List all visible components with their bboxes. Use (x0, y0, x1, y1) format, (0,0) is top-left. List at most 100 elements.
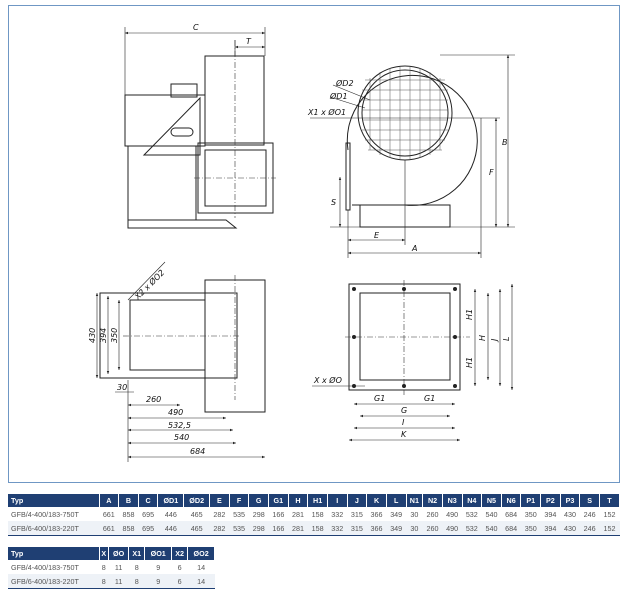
table-cell: 684 (501, 507, 521, 521)
table-cell: 158 (307, 507, 328, 521)
dim-B: B (502, 138, 508, 147)
dim-H: H (478, 335, 487, 341)
table-cell: 14 (187, 574, 215, 589)
column-header: N3 (442, 494, 463, 507)
table-cell: 535 (229, 521, 249, 536)
table-cell: 332 (327, 507, 348, 521)
dim-XD: X x ØO (313, 375, 342, 385)
table-cell: 11 (108, 574, 129, 589)
column-header: G (248, 494, 270, 507)
table-cell: 6 (171, 560, 188, 574)
dim-L: L (502, 337, 511, 341)
table-cell: 540 (481, 507, 502, 521)
technical-drawing: C T ØD2 ØD1 X1 x ØO1 B F S E A 430 394 3… (88, 23, 515, 462)
column-header: ØO1 (144, 547, 173, 560)
dim-K: K (401, 430, 407, 439)
outlet-view: 430 394 350 X2 x ØO2 30 260 490 532,5 54… (88, 261, 266, 462)
column-header: N2 (422, 494, 443, 507)
dim-G1-right: G1 (424, 394, 435, 403)
dim-C: C (193, 23, 199, 32)
table-cell: 349 (386, 507, 407, 521)
dim-G: G (401, 406, 407, 415)
column-header: H1 (307, 494, 328, 507)
column-header: I (327, 494, 348, 507)
column-header: P1 (520, 494, 542, 507)
column-header: ØO (108, 547, 130, 560)
table-cell: 490 (442, 521, 462, 536)
column-header: N5 (481, 494, 502, 507)
table-cell: 30 (406, 507, 423, 521)
table-cell: 446 (157, 521, 184, 536)
dim-490: 490 (168, 408, 183, 417)
column-header: ØO2 (187, 547, 215, 560)
dim-S: S (331, 198, 336, 207)
table-cell: 490 (442, 507, 462, 521)
table-cell: GFB/6-400/183-220T (8, 574, 99, 589)
dim-30: 30 (117, 383, 127, 392)
column-header: X (99, 547, 110, 560)
table-cell: 366 (366, 507, 387, 521)
column-header: Typ (8, 547, 100, 560)
table-cell: 684 (501, 521, 521, 536)
dim-X2D2: X2 x ØO2 (132, 267, 167, 302)
table-cell: 152 (599, 507, 620, 521)
table-cell: 282 (209, 507, 230, 521)
table-cell: 430 (560, 521, 580, 536)
dim-H1-bottom: H1 (465, 357, 474, 368)
dim-X1D1: X1 x ØO1 (307, 107, 346, 117)
table-cell: 166 (268, 507, 289, 521)
table-cell: 158 (307, 521, 328, 536)
dim-J: J (490, 338, 499, 343)
column-header: E (209, 494, 230, 507)
column-header: Typ (8, 494, 100, 507)
flange-view: H1 H1 H J L X x ØO G1 G1 G I K (312, 280, 514, 442)
table-cell: 9 (144, 574, 172, 589)
column-header: J (347, 494, 368, 507)
table-cell: 394 (540, 507, 561, 521)
table-cell: 315 (347, 521, 367, 536)
table-cell: 260 (422, 507, 443, 521)
column-header: K (366, 494, 387, 507)
column-header: C (138, 494, 159, 507)
drawing-frame (8, 5, 620, 483)
table-cell: 858 (118, 507, 139, 521)
column-header: ØD2 (183, 494, 211, 507)
table-cell: 298 (248, 521, 269, 536)
column-header: P2 (540, 494, 561, 507)
dim-532-5: 532,5 (168, 421, 191, 430)
table-cell: 695 (138, 507, 158, 521)
table-cell: 260 (422, 521, 443, 536)
column-header: G1 (268, 494, 289, 507)
column-header: X1 (128, 547, 146, 560)
dim-E: E (374, 231, 380, 240)
column-header: H (288, 494, 309, 507)
table-cell: 350 (520, 507, 541, 521)
dim-430: 430 (88, 328, 97, 343)
dim-394: 394 (99, 328, 108, 343)
table-cell: 281 (288, 521, 308, 536)
dim-F: F (489, 168, 494, 177)
table-cell: 8 (99, 560, 109, 574)
dim-D2: ØD2 (335, 78, 354, 88)
column-header: F (229, 494, 250, 507)
table-cell: 6 (171, 574, 188, 589)
dim-I: I (402, 418, 405, 427)
column-header: B (118, 494, 139, 507)
table-cell: 858 (118, 521, 139, 536)
dim-540: 540 (174, 433, 189, 442)
table-cell: 540 (481, 521, 502, 536)
column-header: N4 (462, 494, 483, 507)
table-cell: 446 (157, 507, 184, 521)
table-cell: 661 (99, 521, 119, 536)
dim-G1-left: G1 (374, 394, 385, 403)
table-cell: 282 (209, 521, 230, 536)
dim-T: T (246, 37, 252, 46)
table-cell: 350 (520, 521, 541, 536)
table-cell: 30 (406, 521, 423, 536)
dim-D1: ØD1 (329, 91, 348, 101)
